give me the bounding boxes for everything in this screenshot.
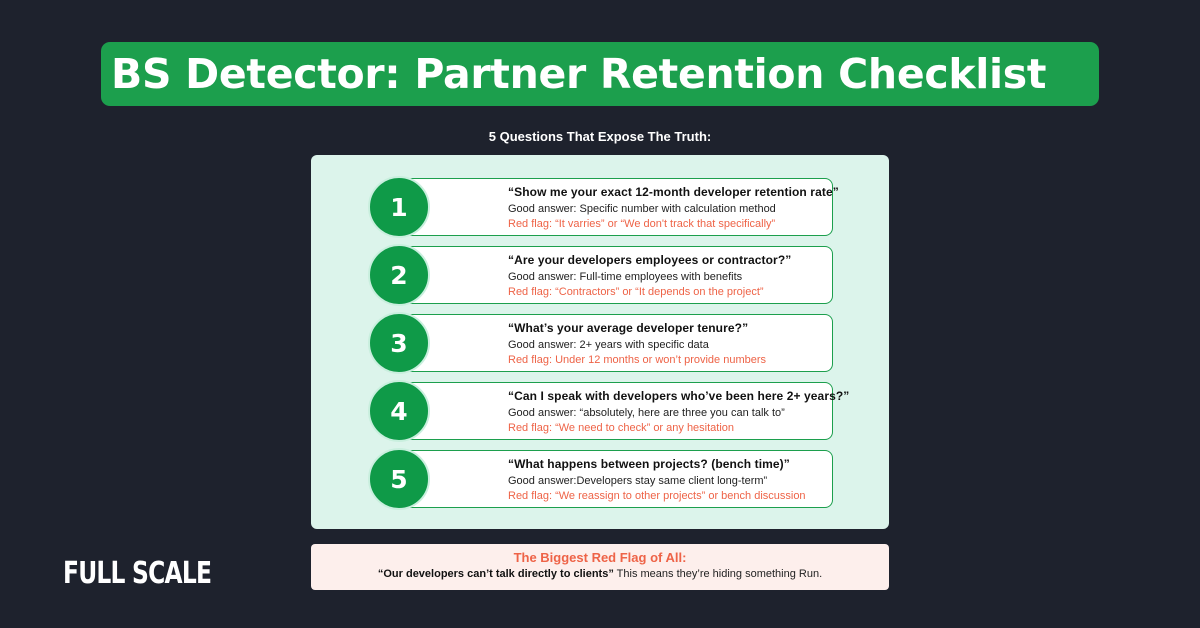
title-banner: BS Detector: Partner Retention Checklist [101,42,1099,106]
biggest-red-flag-box: The Biggest Red Flag of All: “Our develo… [311,544,889,590]
number-badge: 4 [368,380,430,442]
question-item-3: “What’s your average developer tenure?” … [368,312,833,374]
good-answer: Good answer: 2+ years with specific data [508,339,709,351]
red-flag: Red flag: “Contractors” or “It depends o… [508,286,764,298]
good-answer: Good answer: Specific number with calcul… [508,203,776,215]
question-card: “What happens between projects? (bench t… [398,450,833,508]
good-answer: Good answer: “absolutely, here are three… [508,407,785,419]
question-text: “What happens between projects? (bench t… [508,457,790,471]
question-card: “What’s your average developer tenure?” … [398,314,833,372]
section-subtitle: 5 Questions That Expose The Truth: [488,129,712,144]
question-text: “Are your developers employees or contra… [508,253,792,267]
question-item-5: “What happens between projects? (bench t… [368,448,833,510]
red-flag: Red flag: “We reassign to other projects… [508,490,806,502]
question-item-2: “Are your developers employees or contra… [368,244,833,306]
question-card: “Are your developers employees or contra… [398,246,833,304]
question-item-1: “Show me your exact 12-month developer r… [368,176,839,238]
red-flag: Red flag: “It varries” or “We don't trac… [508,218,776,230]
questions-panel: “Show me your exact 12-month developer r… [311,155,889,529]
question-text: “What’s your average developer tenure?” [508,321,749,335]
question-card: “Can I speak with developers who’ve been… [398,382,850,440]
page-title: BS Detector: Partner Retention Checklist [111,49,1047,98]
biggest-red-flag-quote: “Our developers can’t talk directly to c… [377,568,614,580]
full-scale-logo: FULL SCALE [63,556,212,591]
number-badge: 3 [368,312,430,374]
question-text: “Can I speak with developers who’ve been… [508,389,850,403]
question-card: “Show me your exact 12-month developer r… [398,178,839,236]
number-badge: 1 [368,176,430,238]
biggest-red-flag-explanation: This means they’re hiding something Run. [613,568,823,580]
red-flag: Red flag: Under 12 months or won’t provi… [508,354,767,366]
number-badge: 5 [368,448,430,510]
biggest-red-flag-title: The Biggest Red Flag of All: [513,550,687,565]
number-badge: 2 [368,244,430,306]
red-flag: Red flag: “We need to check” or any hesi… [508,422,735,434]
good-answer: Good answer: Full-time employees with be… [508,271,743,283]
biggest-red-flag-line: “Our developers can’t talk directly to c… [311,566,889,582]
question-item-4: “Can I speak with developers who’ve been… [368,380,850,442]
question-text: “Show me your exact 12-month developer r… [508,185,839,199]
good-answer: Good answer:Developers stay same client … [508,475,768,487]
